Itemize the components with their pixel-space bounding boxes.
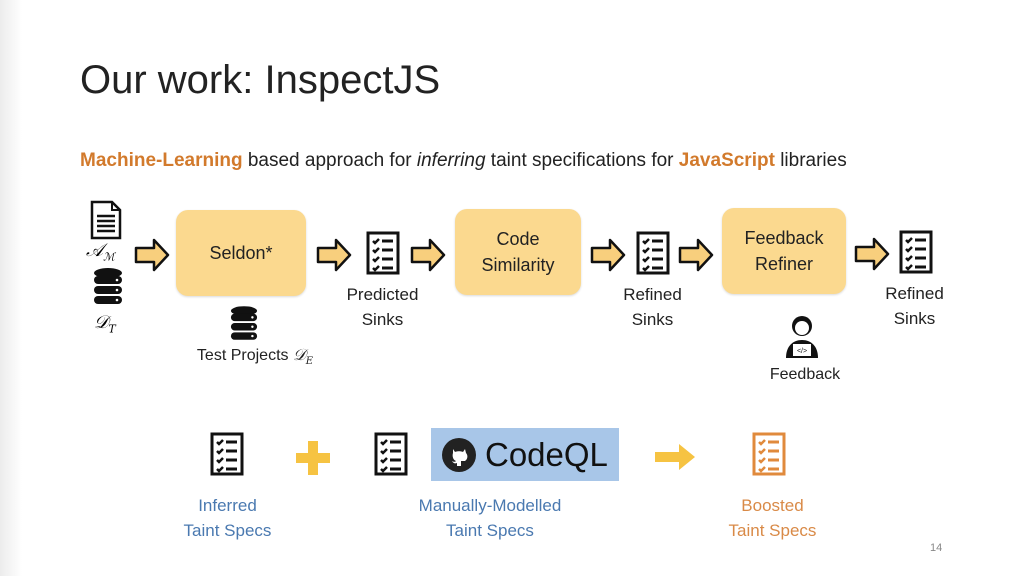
svg-text:</>: </> bbox=[797, 348, 807, 355]
slide-title: Our work: InspectJS bbox=[80, 58, 441, 102]
seldon-box: Seldon* bbox=[176, 210, 306, 296]
arrow-icon bbox=[134, 238, 170, 272]
checklist-icon bbox=[899, 230, 933, 274]
js-highlight: JavaScript bbox=[678, 150, 775, 171]
arrow-icon bbox=[854, 237, 890, 271]
arrow-icon bbox=[410, 238, 446, 272]
page-number: 14 bbox=[930, 542, 943, 554]
codeql-text: CodeQL bbox=[485, 435, 608, 473]
database-icon bbox=[230, 306, 258, 340]
arrow-icon bbox=[678, 238, 714, 272]
slide-edge bbox=[0, 0, 22, 576]
checklist-icon bbox=[636, 231, 670, 275]
subtitle-text: libraries bbox=[774, 150, 847, 171]
subtitle-text: taint specifications for bbox=[485, 150, 679, 171]
subtitle-text: based approach for bbox=[242, 150, 417, 171]
checklist-icon bbox=[374, 432, 408, 476]
arrow-icon bbox=[316, 238, 352, 272]
training-data-label: 𝒟T bbox=[94, 312, 116, 336]
arrow-icon bbox=[590, 238, 626, 272]
slide-subtitle: Machine-Learning based approach for infe… bbox=[80, 150, 847, 172]
codeql-logo: CodeQL bbox=[431, 428, 619, 481]
feedback-label: Feedback bbox=[769, 366, 841, 383]
yellow-arrow-icon bbox=[655, 444, 695, 470]
model-label: 𝒜ℳ bbox=[86, 240, 115, 264]
checklist-icon bbox=[366, 231, 400, 275]
github-icon bbox=[442, 437, 476, 472]
subtitle-italic: inferring bbox=[416, 150, 486, 171]
test-projects-label: Test Projects 𝒟E bbox=[196, 345, 314, 368]
document-icon bbox=[90, 200, 122, 240]
ml-highlight: Machine-Learning bbox=[80, 150, 243, 171]
checklist-icon bbox=[210, 432, 244, 476]
plus-icon-vertical bbox=[308, 441, 318, 475]
boosted-checklist-icon bbox=[752, 432, 786, 476]
database-icon bbox=[93, 268, 123, 304]
developer-icon: </> bbox=[786, 316, 818, 358]
